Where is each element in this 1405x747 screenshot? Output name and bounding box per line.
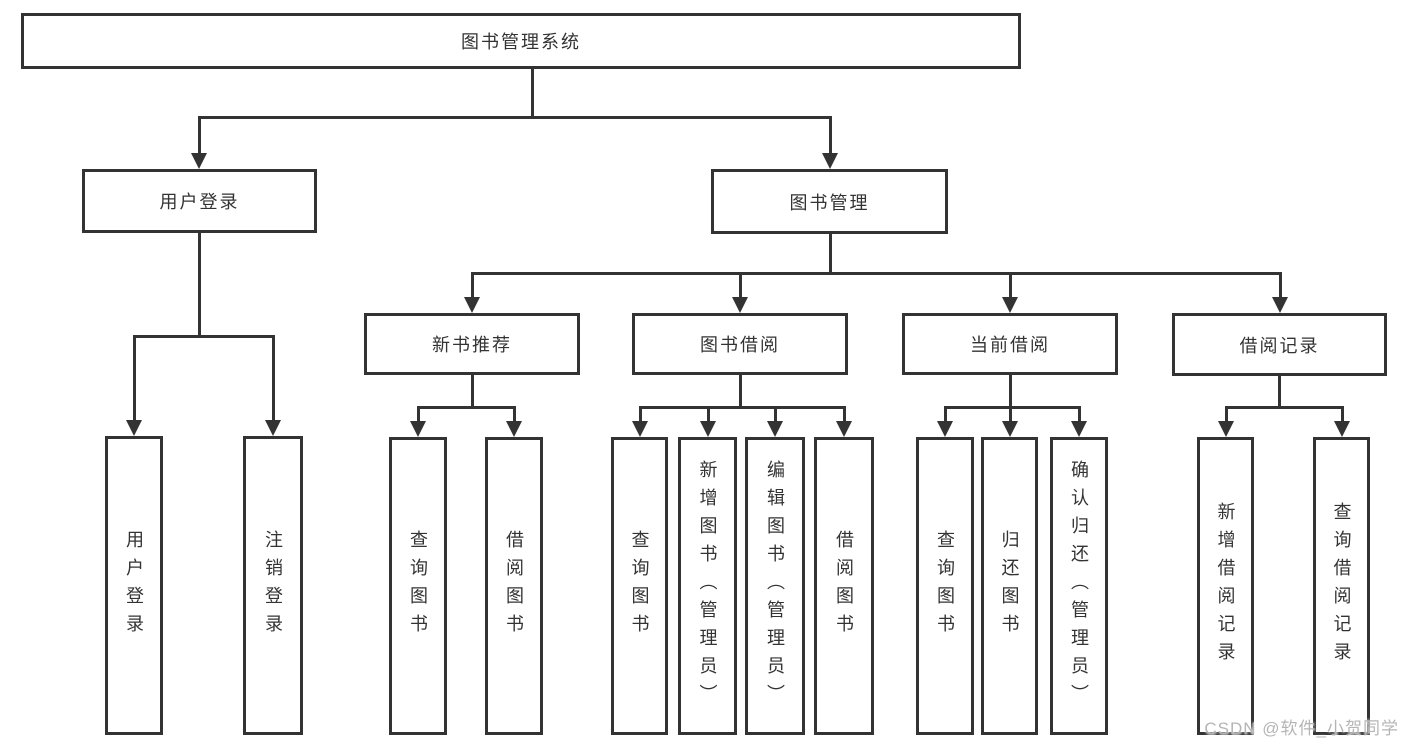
arrowhead-icon bbox=[937, 421, 953, 437]
connector-root-stem bbox=[530, 69, 534, 117]
connector-to-book-borrow bbox=[738, 271, 742, 298]
arrowhead-icon bbox=[822, 153, 838, 169]
leaf-label: 查询图书 bbox=[629, 530, 650, 642]
leaf-label: 确认归还（管理员） bbox=[1069, 460, 1089, 712]
leaf-query-books: 查询图书 bbox=[611, 437, 668, 735]
connector-group-stem bbox=[1278, 376, 1281, 409]
node-label: 图书管理 bbox=[789, 192, 870, 213]
leaf-add-books-admin: 新增图书（管理员） bbox=[678, 437, 737, 735]
leaf-query-books: 查询图书 bbox=[389, 437, 447, 735]
node-label: 新书推荐 bbox=[432, 335, 512, 355]
arrowhead-icon bbox=[1334, 421, 1350, 437]
node-library-management-system: 图书管理系统 bbox=[21, 13, 1021, 69]
connector-to-leaf bbox=[271, 334, 275, 421]
arrowhead-icon bbox=[1272, 297, 1288, 313]
arrowhead-icon bbox=[126, 420, 142, 436]
connector-to-leaf bbox=[638, 405, 642, 422]
connector-group-stem bbox=[738, 375, 742, 409]
node-label: 当前借阅 bbox=[970, 335, 1050, 355]
leaf-return-books: 归还图书 bbox=[981, 437, 1038, 735]
connector-book-stem bbox=[828, 234, 832, 273]
node-label: 图书借阅 bbox=[700, 335, 780, 355]
arrowhead-icon bbox=[1218, 421, 1234, 437]
connector-to-leaf bbox=[842, 405, 846, 422]
connector-level1-horizontal bbox=[197, 115, 832, 119]
leaf-label: 查询图书 bbox=[935, 530, 955, 642]
connector-book-horizontal bbox=[470, 271, 1282, 275]
leaf-borrow-books: 借阅图书 bbox=[814, 437, 874, 735]
leaf-logout: 注销登录 bbox=[243, 436, 303, 735]
arrowhead-icon bbox=[836, 421, 852, 437]
node-new-book-recommend: 新书推荐 bbox=[364, 313, 580, 375]
arrowhead-icon bbox=[1002, 297, 1018, 313]
arrowhead-icon bbox=[506, 421, 522, 437]
leaf-label: 新增借阅记录 bbox=[1215, 502, 1236, 670]
connector-to-leaf bbox=[416, 405, 420, 422]
node-label: 用户登录 bbox=[159, 192, 240, 212]
connector-to-leaf bbox=[1077, 405, 1081, 422]
leaf-label: 用户登录 bbox=[124, 529, 144, 642]
arrowhead-icon bbox=[191, 153, 207, 169]
leaf-label: 查询图书 bbox=[408, 530, 428, 642]
connector-to-book-management bbox=[828, 115, 832, 154]
arrowhead-icon bbox=[1002, 421, 1018, 437]
arrowhead-icon bbox=[700, 421, 716, 437]
leaf-label: 注销登录 bbox=[263, 529, 283, 642]
connector-to-leaf bbox=[706, 405, 710, 422]
connector-group-stem bbox=[1008, 375, 1012, 409]
arrowhead-icon bbox=[632, 421, 648, 437]
node-user-login: 用户登录 bbox=[82, 169, 317, 233]
csdn-watermark: CSDN @软件_小贺同学 bbox=[1204, 719, 1399, 738]
leaf-user-login: 用户登录 bbox=[105, 436, 163, 735]
connector-to-new-books bbox=[470, 271, 474, 298]
connector-user-stem bbox=[197, 233, 201, 336]
node-label: 图书管理系统 bbox=[461, 32, 581, 52]
connector-to-leaf bbox=[132, 334, 136, 421]
leaf-edit-books-admin: 编辑图书（管理员） bbox=[745, 437, 805, 735]
leaf-query-borrow-record: 查询借阅记录 bbox=[1313, 437, 1370, 735]
leaf-label: 新增图书（管理员） bbox=[697, 460, 718, 712]
node-book-management: 图书管理 bbox=[711, 169, 948, 234]
leaf-label: 编辑图书（管理员） bbox=[765, 460, 785, 712]
node-label: 借阅记录 bbox=[1239, 335, 1320, 356]
connector-to-leaf bbox=[1340, 405, 1344, 422]
leaf-confirm-return-admin: 确认归还（管理员） bbox=[1050, 437, 1108, 735]
arrowhead-icon bbox=[1071, 421, 1087, 437]
arrowhead-icon bbox=[767, 421, 783, 437]
connector-to-leaf bbox=[773, 405, 777, 422]
node-borrow-records: 借阅记录 bbox=[1172, 313, 1387, 376]
connector-to-user-login bbox=[197, 115, 201, 154]
arrowhead-icon bbox=[464, 297, 480, 313]
connector-group-stem bbox=[470, 375, 474, 409]
arrowhead-icon bbox=[265, 420, 281, 436]
node-book-borrow: 图书借阅 bbox=[632, 313, 848, 375]
leaf-label: 归还图书 bbox=[999, 530, 1020, 642]
connector-group-horizontal bbox=[943, 405, 1081, 409]
connector-group-horizontal bbox=[416, 405, 516, 409]
leaf-label: 借阅图书 bbox=[504, 530, 524, 642]
connector-to-leaf bbox=[1224, 405, 1228, 422]
connector-group-horizontal bbox=[638, 405, 846, 409]
connector-to-leaf bbox=[512, 405, 516, 422]
leaf-label: 借阅图书 bbox=[834, 530, 854, 642]
connector-to-leaf bbox=[943, 405, 947, 422]
connector-to-current-borrow bbox=[1008, 271, 1012, 298]
leaf-label: 查询借阅记录 bbox=[1331, 502, 1352, 670]
connector-group-horizontal bbox=[1224, 405, 1344, 409]
leaf-borrow-books: 借阅图书 bbox=[485, 437, 543, 735]
arrowhead-icon bbox=[732, 297, 748, 313]
arrowhead-icon bbox=[410, 421, 426, 437]
connector-to-borrow-records bbox=[1278, 271, 1282, 298]
connector-to-leaf bbox=[1008, 405, 1012, 422]
leaf-query-books: 查询图书 bbox=[916, 437, 974, 735]
node-current-borrow: 当前借阅 bbox=[902, 313, 1118, 375]
connector-user-horizontal bbox=[132, 334, 275, 338]
leaf-add-borrow-record: 新增借阅记录 bbox=[1197, 437, 1254, 735]
